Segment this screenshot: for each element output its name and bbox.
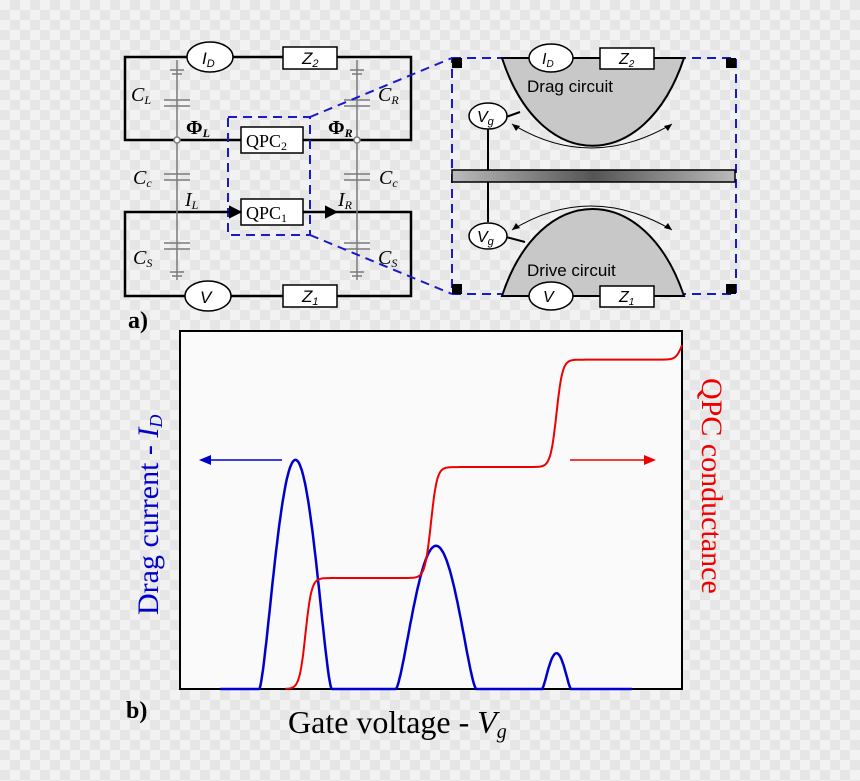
- inset-top-meter: ID: [528, 43, 574, 73]
- qpc-top-label: QPC2: [246, 131, 287, 153]
- gate-bar: [451, 169, 736, 183]
- cap-right-mid-label: Cc: [379, 167, 398, 190]
- top-meter: ID: [186, 41, 234, 73]
- svg-text:Z1: Z1: [618, 289, 634, 308]
- circuit-labels: CL CR Cc Cc CS CS ΦL ΦR IL IR: [131, 84, 399, 270]
- right-axis-arrow: [570, 455, 656, 465]
- cap-left-bot-label: CS: [133, 247, 152, 270]
- qpc-bottom-label: QPC1: [246, 203, 287, 225]
- drag-circuit-region: [500, 57, 686, 147]
- inset-gate-bottom: Vg: [468, 222, 508, 250]
- drive-circuit-region: [500, 208, 686, 297]
- qpc-bottom: QPC1: [240, 198, 304, 226]
- plot-area: [179, 330, 683, 690]
- inset-gate-top: Vg: [468, 102, 508, 130]
- x-axis-label: Gate voltage - Vg: [288, 704, 507, 743]
- inset-bottom-impedance: Z1: [599, 285, 655, 308]
- cap-right-top-label: CR: [378, 84, 399, 107]
- bottom-impedance-label: Z1: [301, 287, 319, 308]
- zoom-lines: [309, 57, 453, 295]
- cap-right-bot-label: CS: [378, 247, 397, 270]
- qpc-dashed-box: [227, 116, 311, 236]
- left-axis-label: Drag current - ID: [132, 415, 166, 615]
- inset-top-impedance: Z2: [599, 47, 655, 70]
- phi-left-label: ΦL: [186, 117, 210, 140]
- panel-b-label: b): [126, 698, 147, 724]
- phi-right-label: ΦR: [328, 117, 353, 140]
- drag-circuit-label: Drag circuit: [527, 77, 613, 96]
- top-impedance-label: Z2: [301, 49, 319, 70]
- svg-text:Vg: Vg: [477, 229, 495, 248]
- svg-text:Vg: Vg: [477, 109, 495, 128]
- qpc-conductance-series: [285, 344, 683, 690]
- right-axis-label: QPC conductance: [695, 378, 728, 594]
- inset-bottom-meter: V: [528, 281, 574, 311]
- qpc-top: QPC2: [240, 126, 304, 154]
- left-axis-arrow: [199, 455, 282, 465]
- cap-left-mid-label: Cc: [133, 167, 152, 190]
- bottom-impedance: Z1: [282, 284, 338, 308]
- current-arrows: [195, 205, 339, 219]
- panel-a-label: a): [128, 308, 148, 334]
- drive-circuit-label: Drive circuit: [527, 261, 616, 280]
- top-impedance: Z2: [282, 46, 338, 70]
- top-meter-label: ID: [202, 49, 215, 70]
- bottom-meter-label: V: [200, 288, 213, 307]
- current-right-label: IR: [337, 189, 353, 212]
- bottom-meter: V: [184, 280, 232, 312]
- svg-text:ID: ID: [542, 51, 554, 70]
- cap-left-top-label: CL: [131, 84, 151, 107]
- svg-text:V: V: [543, 289, 555, 306]
- inset-panel: [451, 57, 737, 297]
- current-left-label: IL: [184, 189, 199, 212]
- svg-text:Z2: Z2: [618, 51, 635, 70]
